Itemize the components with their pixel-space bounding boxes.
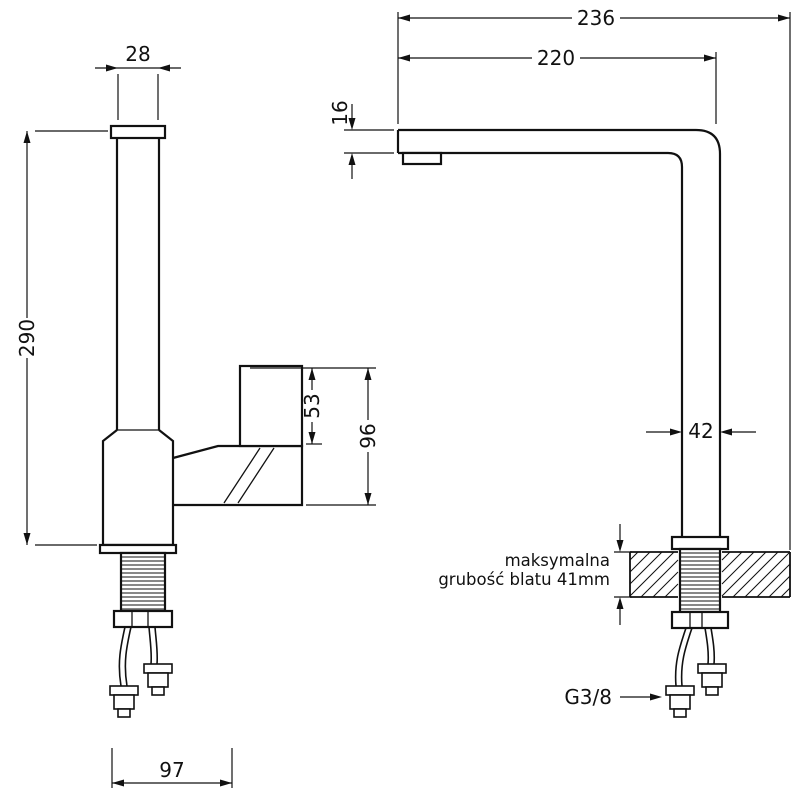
arrow-up	[616, 597, 624, 609]
countertop-hatch-left	[629, 551, 679, 598]
callout-thread-size: G3/8	[564, 685, 662, 709]
mounting-nut	[112, 609, 174, 629]
cartridge-housing	[172, 444, 304, 507]
left-view	[98, 124, 304, 718]
right-view	[396, 128, 730, 718]
threaded-shank	[119, 551, 167, 613]
base-flange	[670, 535, 730, 551]
dim-97: 97	[111, 748, 233, 788]
arrow-right	[670, 428, 682, 436]
dim-label-16: 16	[328, 100, 352, 125]
countertop-hatch-right	[721, 551, 791, 598]
fitting	[113, 694, 135, 710]
dim-label-96: 96	[356, 423, 380, 448]
handle-lever	[238, 364, 304, 448]
arrow-right	[778, 14, 790, 22]
base-flange	[98, 543, 178, 555]
thread-hatch	[121, 556, 165, 610]
hose	[680, 627, 693, 687]
dim-96: 96	[306, 368, 380, 506]
hose	[674, 627, 687, 687]
hose-fittings	[109, 663, 173, 718]
fitting	[705, 686, 719, 696]
hose	[118, 626, 126, 687]
hose	[124, 626, 132, 687]
arrow-bottom	[308, 432, 316, 444]
dim-16: 16	[328, 100, 394, 179]
dimensions: 236 220 28	[15, 6, 791, 788]
dim-53: 53	[250, 367, 376, 445]
dim-label-290: 290	[15, 319, 39, 357]
arrow-left	[398, 14, 410, 22]
dim-label-28: 28	[125, 42, 150, 66]
thread-hatch	[680, 552, 720, 610]
body-right-edge	[158, 429, 175, 545]
arrow-top	[308, 368, 316, 380]
aerator	[401, 151, 443, 166]
dim-label-mask	[685, 421, 717, 442]
countertop-note-line2: grubość blatu 41mm	[438, 570, 610, 589]
countertop-section	[629, 551, 791, 598]
arrow-bottom	[364, 493, 372, 505]
dim-label-42: 42	[688, 419, 713, 443]
dim-220: 220	[398, 46, 717, 124]
arrow-right	[704, 54, 716, 62]
countertop-note-line1: maksymalna	[505, 551, 610, 570]
dim-236: 236	[397, 6, 791, 550]
spout-arm-inner	[398, 151, 684, 537]
spout-arm-outer	[398, 128, 722, 537]
hose	[148, 626, 153, 665]
fitting	[147, 672, 169, 688]
countertop-outline	[629, 551, 791, 598]
dim-countertop-thickness: maksymalna grubość blatu 41mm	[438, 524, 632, 625]
dim-label-97: 97	[159, 758, 184, 782]
arrow-left	[112, 779, 124, 787]
arrow-top	[23, 131, 31, 143]
dim-42: 42	[646, 419, 756, 443]
dim-label-53: 53	[300, 393, 324, 418]
fitting	[665, 685, 695, 696]
fitting	[669, 694, 691, 710]
arrow-left	[106, 64, 118, 72]
hose	[154, 626, 159, 665]
dim-label-236: 236	[577, 6, 615, 30]
arrow-left	[398, 54, 410, 62]
dim-290: 290	[15, 130, 108, 546]
arrow-down	[348, 118, 356, 130]
arrow-down	[616, 540, 624, 552]
body-left-edge	[101, 429, 118, 545]
fitting	[117, 708, 131, 718]
fitting	[673, 708, 687, 718]
arrow-top	[364, 368, 372, 380]
hose	[710, 627, 716, 665]
dim-label-220: 220	[537, 46, 575, 70]
cartridge-detail-line	[223, 447, 261, 504]
arrow-right	[220, 779, 232, 787]
hoses	[118, 626, 159, 687]
fitting	[151, 686, 165, 696]
arrow-up	[348, 153, 356, 165]
fitting	[143, 663, 173, 674]
mounting-nut	[670, 610, 730, 630]
arrow-left	[720, 428, 732, 436]
cartridge-detail-line	[237, 447, 275, 504]
spout-cap	[109, 124, 167, 140]
arrow-right	[158, 64, 170, 72]
fitting	[697, 663, 727, 674]
hose-fittings	[665, 663, 727, 718]
fitting	[109, 685, 139, 696]
fitting	[701, 672, 723, 688]
hose	[704, 627, 710, 665]
arrow-bottom	[23, 533, 31, 545]
arrow-right	[650, 693, 662, 701]
hoses	[674, 627, 716, 687]
thread-size-label: G3/8	[564, 685, 612, 709]
dim-28: 28	[95, 42, 181, 120]
